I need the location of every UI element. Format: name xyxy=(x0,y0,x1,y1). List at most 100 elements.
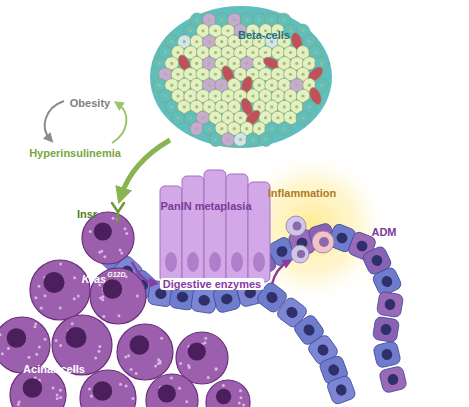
granule xyxy=(59,389,62,392)
cell-nucleus xyxy=(208,105,211,108)
cell-nucleus xyxy=(44,272,65,293)
cell-body xyxy=(80,370,136,407)
granule xyxy=(188,366,191,369)
granule xyxy=(207,376,210,379)
cell-nucleus xyxy=(214,73,217,76)
granule xyxy=(154,365,157,368)
granule xyxy=(239,396,242,399)
granule xyxy=(135,372,138,375)
cell-nucleus xyxy=(195,40,198,43)
cell-type-label: Beta-cells xyxy=(238,29,290,42)
cell-nucleus xyxy=(276,116,279,119)
cell-nucleus xyxy=(283,84,286,87)
cell-nucleus xyxy=(176,73,179,76)
cell-nucleus xyxy=(201,73,204,76)
cell-nucleus xyxy=(276,51,279,54)
granule xyxy=(97,350,100,353)
cell-type-label: Acinar cells xyxy=(23,363,85,376)
granule xyxy=(38,346,41,349)
cell-nucleus xyxy=(335,231,349,245)
cell-nucleus xyxy=(308,40,311,43)
cell-nucleus xyxy=(258,84,261,87)
cell-body xyxy=(182,176,204,282)
granule xyxy=(73,297,76,300)
granule xyxy=(117,314,120,317)
cell-body xyxy=(117,324,173,380)
granule xyxy=(136,295,139,298)
granule xyxy=(185,400,188,403)
granule xyxy=(71,322,74,325)
cell-nucleus xyxy=(220,18,223,21)
cell-nucleus xyxy=(214,116,217,119)
cell-body xyxy=(286,216,306,236)
granule xyxy=(77,295,80,298)
panin-cell xyxy=(248,182,270,282)
cell-nucleus xyxy=(164,73,167,76)
granule xyxy=(102,315,105,318)
granule xyxy=(55,339,58,342)
granule xyxy=(35,353,38,356)
cell-nucleus xyxy=(189,94,192,97)
cell-nucleus xyxy=(251,138,254,141)
cell-nucleus xyxy=(195,127,198,130)
granule xyxy=(170,376,173,379)
cell-nucleus xyxy=(165,252,177,272)
cell-nucleus xyxy=(301,322,316,337)
process-label: ADM xyxy=(371,226,396,239)
granule xyxy=(157,358,160,361)
cell-nucleus xyxy=(239,116,242,119)
granule xyxy=(215,368,218,371)
cell-nucleus xyxy=(289,73,292,76)
granule xyxy=(119,383,122,386)
receptor-symbol xyxy=(112,203,124,222)
cell-nucleus xyxy=(198,294,211,306)
cell-nucleus xyxy=(189,73,192,76)
cell-nucleus xyxy=(320,84,323,87)
immune-cell xyxy=(291,245,309,263)
gene-label: Kras xyxy=(82,273,106,286)
islet-region: Beta-cells xyxy=(236,28,292,43)
cell-nucleus xyxy=(301,73,304,76)
cell-nucleus xyxy=(233,18,236,21)
granule xyxy=(242,403,245,406)
cell-nucleus xyxy=(208,84,211,87)
cell-nucleus xyxy=(195,84,198,87)
islet-cell xyxy=(245,132,260,146)
cell-nucleus xyxy=(158,62,161,65)
cell-nucleus xyxy=(264,94,267,97)
cell-nucleus xyxy=(233,105,236,108)
granule xyxy=(160,337,163,340)
cell-nucleus xyxy=(284,305,299,320)
cell-nucleus xyxy=(283,105,286,108)
cell-nucleus xyxy=(239,73,242,76)
cell-nucleus xyxy=(195,62,198,65)
cell-nucleus xyxy=(301,94,304,97)
granule xyxy=(238,401,241,404)
cell-nucleus xyxy=(276,73,279,76)
cell-nucleus xyxy=(381,348,394,361)
granule xyxy=(17,403,20,406)
cell-nucleus xyxy=(176,94,179,97)
enzyme-arrow xyxy=(132,262,154,283)
cell-nucleus xyxy=(164,94,167,97)
cell-nucleus xyxy=(314,51,317,54)
cell-nucleus xyxy=(214,94,217,97)
granule xyxy=(125,232,128,235)
cell-nucleus xyxy=(289,51,292,54)
cell-body xyxy=(248,182,270,282)
cell-body xyxy=(312,231,334,253)
granule xyxy=(27,356,30,359)
cell-body xyxy=(204,170,226,282)
cell-nucleus xyxy=(208,18,211,21)
cell-nucleus xyxy=(226,29,229,32)
cell-nucleus xyxy=(355,239,369,253)
ductal-cell xyxy=(190,287,217,314)
cell-nucleus xyxy=(264,116,267,119)
cell-nucleus xyxy=(301,51,304,54)
cell-nucleus xyxy=(158,84,161,87)
granule xyxy=(59,262,62,265)
cell-nucleus xyxy=(258,127,261,130)
cell-body xyxy=(326,375,357,406)
cell-nucleus xyxy=(214,29,217,32)
granule xyxy=(120,252,123,255)
